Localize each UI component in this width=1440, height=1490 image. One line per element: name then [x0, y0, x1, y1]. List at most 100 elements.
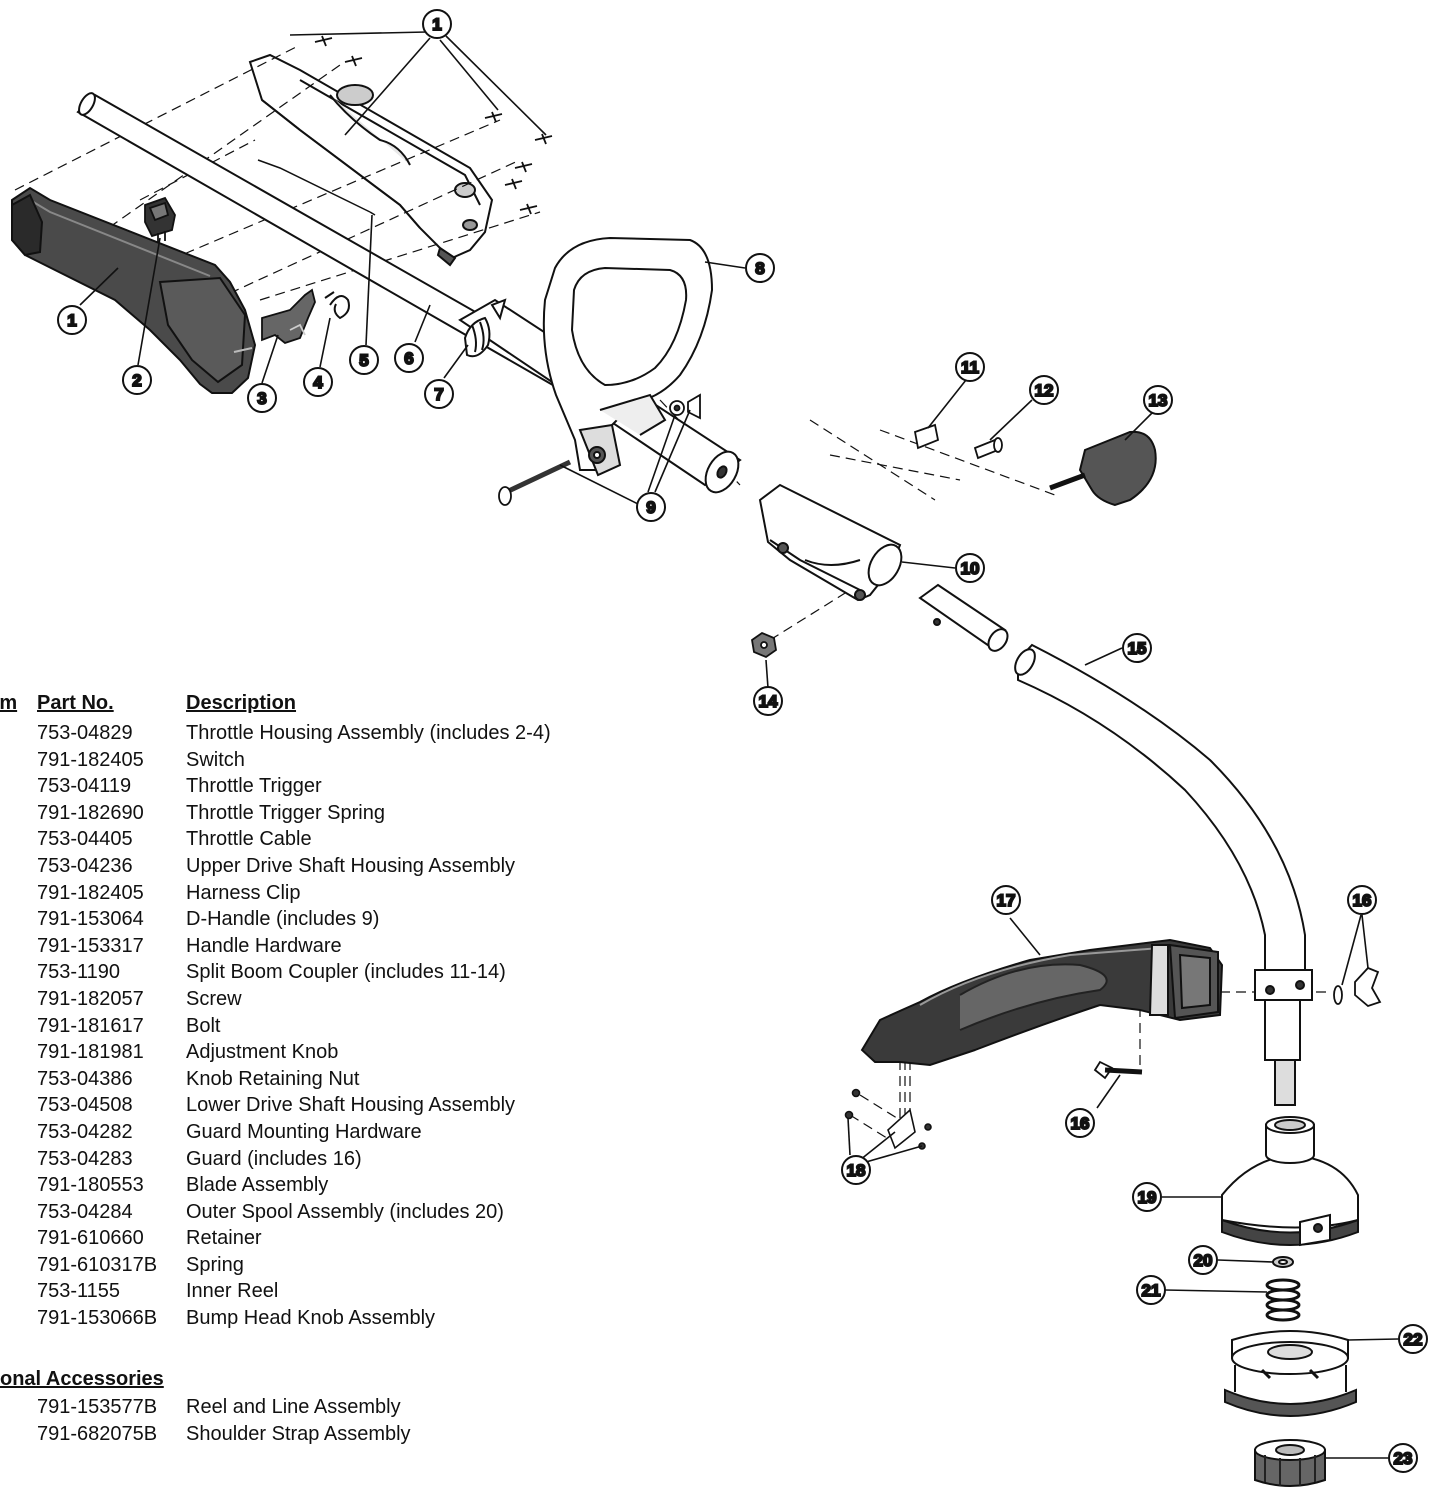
part-description: Lower Drive Shaft Housing Assembly	[186, 1094, 516, 1117]
part-number: 753-04282	[37, 1120, 133, 1143]
part-description: D-Handle (includes 9)	[186, 908, 380, 931]
callout-1-left: 1	[57, 305, 87, 335]
svg-text:11: 11	[961, 358, 979, 377]
svg-text:15: 15	[1128, 639, 1147, 658]
table-row: 791-682075B Shoulder Strap Assembly	[0, 1421, 640, 1448]
callout-7: 7	[424, 379, 454, 409]
table-row: 753-04829 Throttle Housing Assembly (incl…	[0, 720, 640, 747]
callout-6: 6	[394, 343, 424, 373]
table-row: 791-153317 Handle Hardware	[0, 933, 640, 960]
header-description: Description	[186, 692, 297, 714]
callout-18: 18	[841, 1155, 871, 1185]
part-description: Shoulder Strap Assembly	[186, 1422, 411, 1445]
blade-assembly-part	[844, 1088, 932, 1150]
guard-mounting-hardware-part	[1333, 966, 1382, 1008]
svg-text:12: 12	[1035, 381, 1054, 400]
part-description: Spring	[186, 1253, 244, 1276]
split-boom-coupler-part	[758, 483, 903, 602]
part-number: 791-153317	[37, 934, 144, 957]
svg-text:1: 1	[432, 15, 441, 34]
part-description: Adjustment Knob	[186, 1041, 339, 1064]
svg-text:10: 10	[961, 559, 980, 578]
lower-drive-shaft	[1014, 643, 1313, 1106]
header-item: Item	[0, 692, 18, 714]
spring-part	[1265, 1278, 1301, 1322]
part-number: 791-182405	[37, 881, 144, 904]
callout-20: 20	[1188, 1245, 1218, 1275]
guard-part	[860, 938, 1224, 1067]
part-number: 791-182405	[37, 748, 144, 771]
part-number: 753-04386	[37, 1067, 133, 1090]
inner-reel-part	[1224, 1330, 1357, 1417]
svg-text:6: 6	[404, 349, 413, 368]
part-number: 791-610317B	[37, 1253, 158, 1276]
throttle-housing-upper-half	[248, 53, 494, 267]
svg-text:18: 18	[847, 1161, 866, 1180]
part-number: 791-181617	[37, 1014, 144, 1037]
part-description: Retainer	[186, 1227, 262, 1250]
callout-14: 14	[753, 686, 783, 716]
knob-retaining-nut-part	[751, 631, 777, 659]
callout-11: 11	[955, 352, 985, 382]
coupler-bolt-part	[973, 437, 1003, 460]
part-description: Switch	[186, 748, 245, 771]
part-number: 791-610660	[37, 1227, 144, 1250]
part-number: 791-181981	[37, 1041, 144, 1064]
part-description: Throttle Cable	[186, 828, 312, 851]
part-description: Knob Retaining Nut	[186, 1067, 360, 1090]
d-handle-part	[542, 236, 714, 477]
parts-rows: 753-04829 Throttle Housing Assembly (incl…	[0, 720, 640, 1332]
svg-text:17: 17	[997, 891, 1016, 910]
coupler-screw-part	[913, 423, 940, 450]
table-row: 791-182405 Switch	[0, 747, 640, 774]
callout-12: 12	[1029, 375, 1059, 405]
svg-text:20: 20	[1194, 1251, 1213, 1270]
part-description: Throttle Trigger	[186, 775, 322, 798]
part-description: Screw	[186, 987, 242, 1010]
part-number: 753-04829	[37, 722, 133, 744]
callout-3: 3	[247, 383, 277, 413]
part-number: 753-04405	[37, 828, 133, 851]
part-number: 791-180553	[37, 1174, 144, 1197]
svg-text:7: 7	[434, 385, 443, 404]
part-number: 753-04236	[37, 854, 133, 877]
svg-text:3: 3	[257, 389, 266, 408]
part-description: Guard Mounting Hardware	[186, 1120, 422, 1143]
switch-part	[144, 196, 176, 243]
part-description: Blade Assembly	[186, 1174, 329, 1197]
trigger-spring-part	[324, 291, 350, 320]
svg-text:21: 21	[1142, 1281, 1161, 1300]
svg-text:19: 19	[1138, 1188, 1157, 1207]
table-row: 791-610317B Spring	[0, 1252, 640, 1279]
part-number: 753-1155	[37, 1280, 121, 1303]
part-number: 753-04283	[37, 1147, 133, 1170]
table-row: 753-04386 Knob Retaining Nut	[0, 1066, 640, 1093]
callout-21: 21	[1136, 1275, 1166, 1305]
callout-4: 4	[303, 367, 333, 397]
throttle-trigger-part	[261, 288, 316, 345]
part-description: Inner Reel	[186, 1280, 279, 1303]
part-description: Throttle Trigger Spring	[186, 801, 385, 824]
svg-text:2: 2	[132, 371, 141, 390]
throttle-cable-part	[257, 159, 376, 216]
part-description: Throttle Housing Assembly (includes 2-4)	[186, 722, 551, 744]
part-number: 791-153577B	[37, 1396, 158, 1418]
part-description: Handle Hardware	[186, 934, 342, 957]
part-number: 791-153066B	[37, 1307, 158, 1330]
callout-15: 15	[1122, 633, 1152, 663]
callout-leaders	[79, 31, 1399, 1459]
part-number: 791-682075B	[37, 1422, 158, 1445]
harness-clip-part	[463, 298, 507, 358]
optional-accessories-header: Optional Accessories	[0, 1368, 164, 1390]
svg-text:13: 13	[1149, 391, 1168, 410]
callout-23: 23	[1388, 1443, 1418, 1473]
svg-text:5: 5	[359, 351, 368, 370]
